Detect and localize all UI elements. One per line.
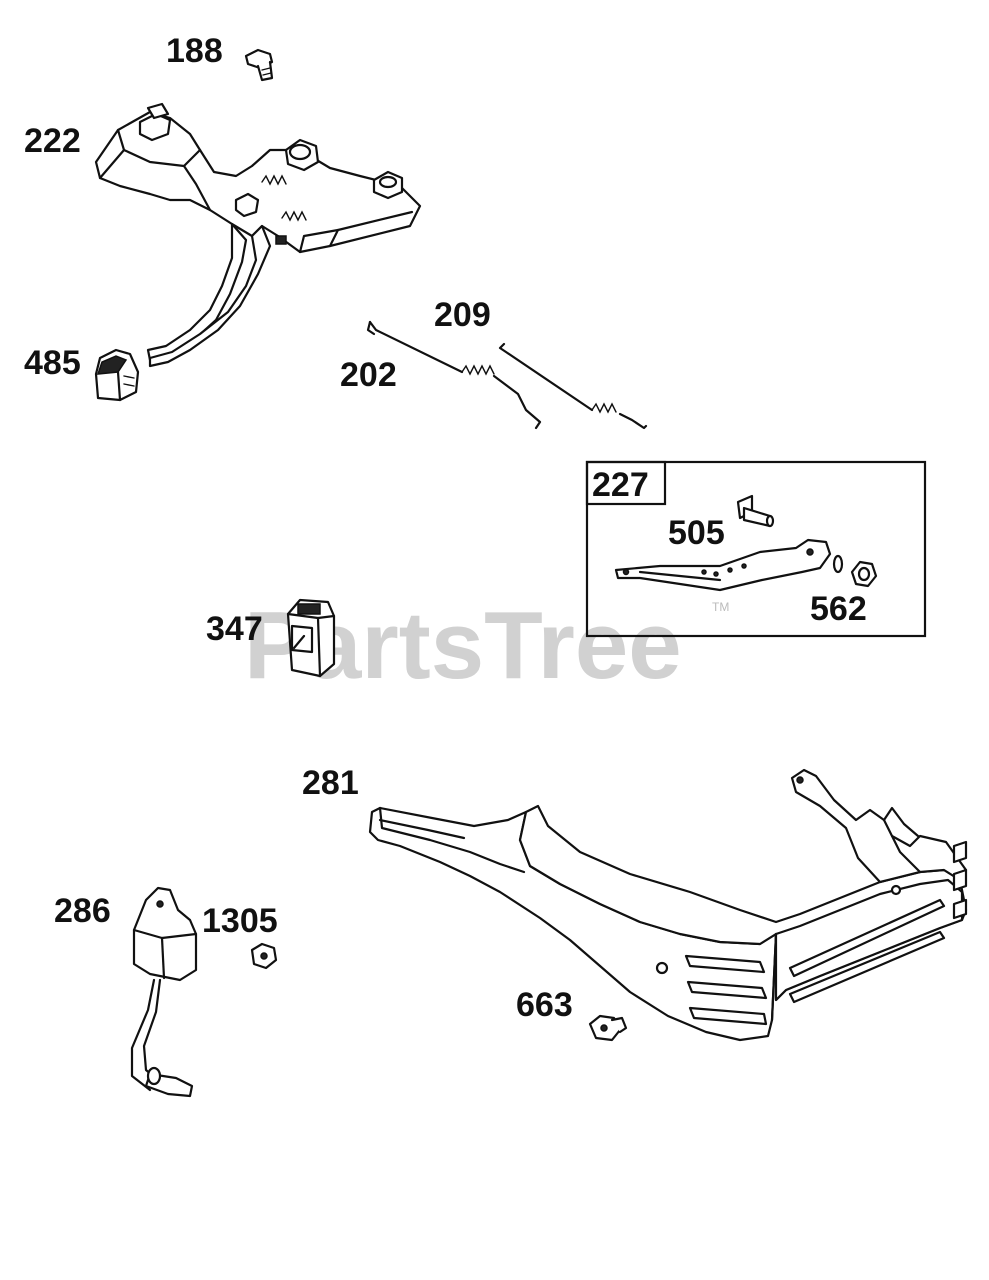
- part-286-ignition-module[interactable]: [130, 886, 198, 1098]
- callout-209: 209: [434, 296, 491, 334]
- callout-505: 505: [668, 514, 725, 552]
- callout-663: 663: [516, 986, 573, 1024]
- callout-222: 222: [24, 122, 81, 160]
- part-562-nut-washer[interactable]: [832, 554, 878, 588]
- callout-202: 202: [340, 356, 397, 394]
- part-1305-screw[interactable]: [250, 942, 278, 970]
- part-485-block[interactable]: [94, 348, 140, 402]
- callout-188: 188: [166, 32, 223, 70]
- callout-347: 347: [206, 610, 263, 648]
- part-281-shroud[interactable]: [368, 768, 968, 1042]
- part-505-pin[interactable]: [736, 494, 775, 528]
- part-347-stop-switch[interactable]: [286, 598, 336, 678]
- callout-1305: 1305: [202, 902, 278, 940]
- part-222-control-bracket[interactable]: [94, 102, 422, 368]
- part-209-spring-link[interactable]: [498, 342, 648, 430]
- part-227-speed-lever[interactable]: [614, 538, 832, 592]
- callout-286: 286: [54, 892, 111, 930]
- part-188-bolt[interactable]: [244, 48, 274, 82]
- part-663-screw[interactable]: [588, 1014, 628, 1042]
- callout-281: 281: [302, 764, 359, 802]
- callout-227: 227: [592, 466, 649, 504]
- watermark-trademark: TM: [712, 600, 729, 614]
- callout-562: 562: [810, 590, 867, 628]
- callout-485: 485: [24, 344, 81, 382]
- part-202-governor-link[interactable]: [366, 320, 542, 430]
- kit-227-box: [585, 460, 927, 638]
